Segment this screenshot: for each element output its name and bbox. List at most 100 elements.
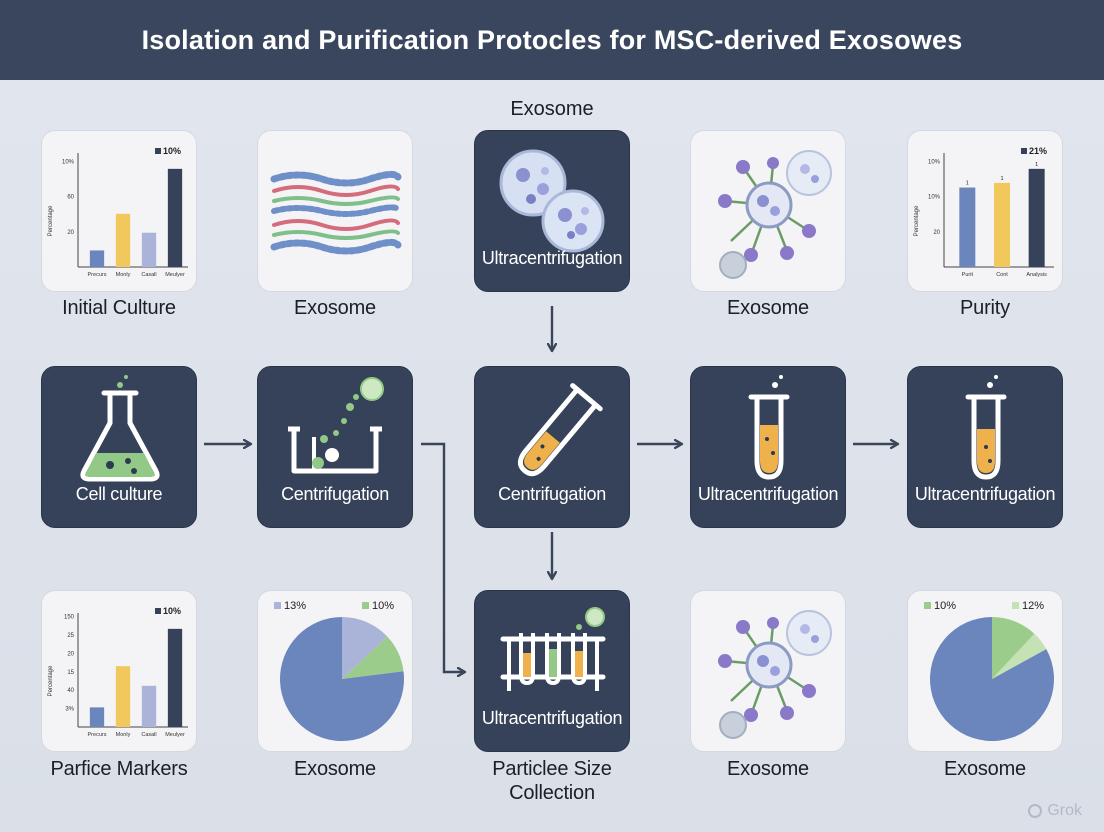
y-tick-label: 10% — [62, 160, 75, 166]
legend-swatch — [1021, 148, 1027, 154]
caption-exosome-4: Exosome — [727, 758, 809, 780]
y-tick-label: 15 — [67, 670, 74, 676]
watermark-text: Grok — [1047, 802, 1082, 819]
y-tick-label: 3% — [65, 707, 74, 713]
step-label-centrifugation-2: Centrifugation — [498, 484, 606, 504]
legend-swatch — [1012, 602, 1019, 609]
y-tick-label: 40 — [67, 688, 74, 694]
bar — [115, 213, 131, 267]
pie-chart-exosome-1: 13%10% — [274, 600, 404, 741]
legend-label: 21% — [1029, 146, 1047, 156]
step-ultracentrifugation-collection: Ultracentrifugation — [474, 590, 630, 752]
y-tick-label: 60 — [67, 195, 74, 201]
step-label-ultracentrifugation-1: Ultracentrifugation — [697, 484, 839, 504]
y-tick-label: 25 — [67, 633, 74, 639]
chart-card-pie-2: 10%12% — [907, 590, 1063, 752]
pie-chart-exosome-2: 10%12% — [924, 600, 1054, 741]
test-tube-tilted-icon — [517, 383, 603, 477]
header: Isolation and Purification Protocles for… — [0, 0, 1104, 80]
membrane-illustration-icon — [270, 170, 402, 255]
y-tick-label: 10% — [928, 195, 941, 201]
pie-slice — [279, 617, 404, 741]
step-centrifugation-2: Centrifugation — [474, 366, 630, 528]
card-label-ultracentrifugation-1: Ultracentrifugation — [481, 248, 623, 268]
y-tick-label: 20 — [933, 230, 940, 236]
caption-particle-markers: Parfice Markers — [50, 758, 188, 780]
test-tube-icon — [965, 375, 1007, 480]
y-tick-label: 10% — [928, 160, 941, 166]
bar — [141, 685, 157, 727]
bar — [167, 168, 183, 267]
step-label-cell-culture: Cell culture — [75, 484, 163, 504]
bar — [167, 628, 183, 727]
caption-exosome-5: Exosome — [944, 758, 1026, 780]
test-tube-icon — [748, 375, 790, 480]
bar — [994, 182, 1010, 267]
pie-slice — [342, 636, 404, 679]
caption-exosome-1: Exosome — [294, 297, 376, 319]
legend-label: 10% — [163, 606, 181, 616]
card-label-ultracentrifugation-2: Ultracentrifugation — [481, 708, 623, 728]
tube-rack-icon — [500, 607, 606, 691]
legend-swatch — [155, 608, 161, 614]
pie-slice — [992, 617, 1035, 679]
top-label: Exosome — [510, 98, 594, 120]
y-axis-label: Percentage — [48, 665, 54, 696]
x-tick-label: Casall — [141, 272, 156, 278]
legend-label: 10% — [934, 600, 956, 612]
exosome-vesicle-icon — [499, 149, 605, 253]
caption-purity: Purity — [960, 297, 1010, 319]
x-tick-label: Monly — [116, 732, 131, 738]
pie-slice — [929, 617, 1054, 741]
legend-swatch — [924, 602, 931, 609]
legend-label: 13% — [284, 600, 306, 612]
pie-slice — [992, 633, 1047, 679]
bar — [115, 666, 131, 727]
bar — [141, 232, 157, 267]
step-centrifugation-1: Centrifugation — [257, 366, 413, 528]
bar — [1028, 168, 1045, 267]
x-tick-label: Monly — [116, 272, 131, 278]
x-tick-label: Meulyer — [165, 272, 185, 278]
y-tick-label: 20 — [67, 651, 74, 657]
exosome-molecule-icon — [718, 610, 832, 739]
watermark: Grok — [1028, 802, 1082, 820]
flask-icon — [80, 375, 160, 482]
card-exosome-molecule-1 — [690, 130, 846, 292]
step-ultracentrifugation-1: Ultracentrifugation — [690, 366, 846, 528]
pie-slice — [342, 617, 388, 679]
bar — [959, 187, 976, 267]
legend-swatch — [362, 602, 369, 609]
x-tick-label: Meulyer — [165, 732, 185, 738]
card-ultracentrifugation-exosome: Ultracentrifugation — [474, 130, 630, 292]
y-tick-label: 20 — [67, 230, 74, 236]
data-label: 1 — [1035, 162, 1038, 168]
step-ultracentrifugation-2: Ultracentrifugation — [907, 366, 1063, 528]
y-axis-label: Percentage — [48, 205, 54, 236]
legend-swatch — [155, 148, 161, 154]
page-title: Isolation and Purification Protocles for… — [141, 24, 963, 55]
grok-logo-icon — [1028, 804, 1043, 818]
exosome-molecule-icon — [718, 150, 832, 279]
caption-initial-culture: Initial Culture — [62, 297, 176, 319]
y-axis-label: Percentage — [914, 205, 920, 236]
bar — [89, 250, 105, 267]
x-tick-label: Casall — [141, 732, 156, 738]
card-membrane-illustration — [257, 130, 413, 292]
step-label-centrifugation-1: Centrifugation — [281, 484, 389, 504]
caption-exosome-3: Exosome — [294, 758, 376, 780]
data-label: 1 — [966, 181, 969, 187]
legend-label: 10% — [163, 146, 181, 156]
y-tick-label: 150 — [64, 615, 75, 621]
chart-card-pie-1: 13%10% — [257, 590, 413, 752]
data-label: 1 — [1000, 176, 1003, 182]
caption-particle-size-collection: Particlee Size Collection — [492, 758, 612, 804]
step-cell-culture: Cell culture — [41, 366, 197, 528]
arrow-elbow — [421, 442, 464, 672]
x-tick-label: Cont — [996, 272, 1008, 278]
